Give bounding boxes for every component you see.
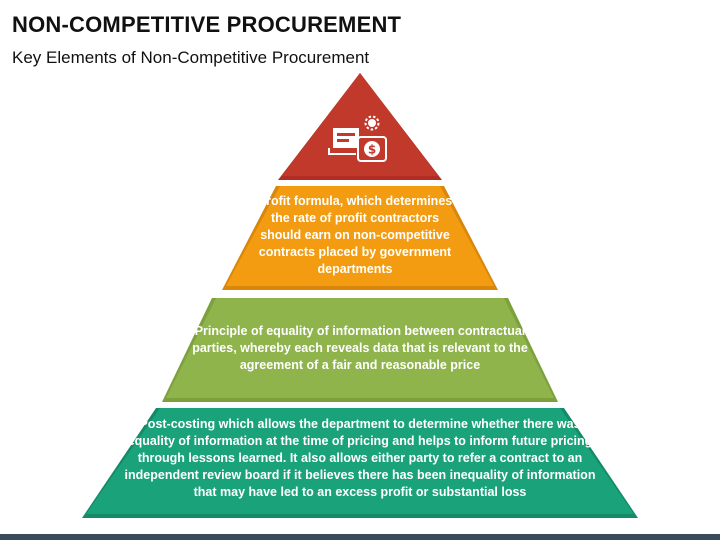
layer-2-text: Principle of equality of information bet… — [192, 324, 528, 372]
layer-3-text: Post-costing which allows the department… — [124, 417, 596, 499]
page-title: NON-COMPETITIVE PROCUREMENT — [12, 12, 402, 37]
pyramid-top-tier — [282, 73, 438, 176]
svg-text:$: $ — [368, 143, 376, 157]
page-subtitle: Key Elements of Non-Competitive Procurem… — [12, 48, 370, 67]
layer-1-text: Profit formula, which determines the rat… — [257, 194, 453, 276]
pyramid-tier-4 — [86, 408, 634, 514]
pyramid-tier-3 — [166, 298, 554, 398]
pyramid-tier-2 — [226, 186, 494, 286]
contract-money-icon: $ — [328, 115, 387, 162]
footer-bar — [0, 534, 720, 540]
